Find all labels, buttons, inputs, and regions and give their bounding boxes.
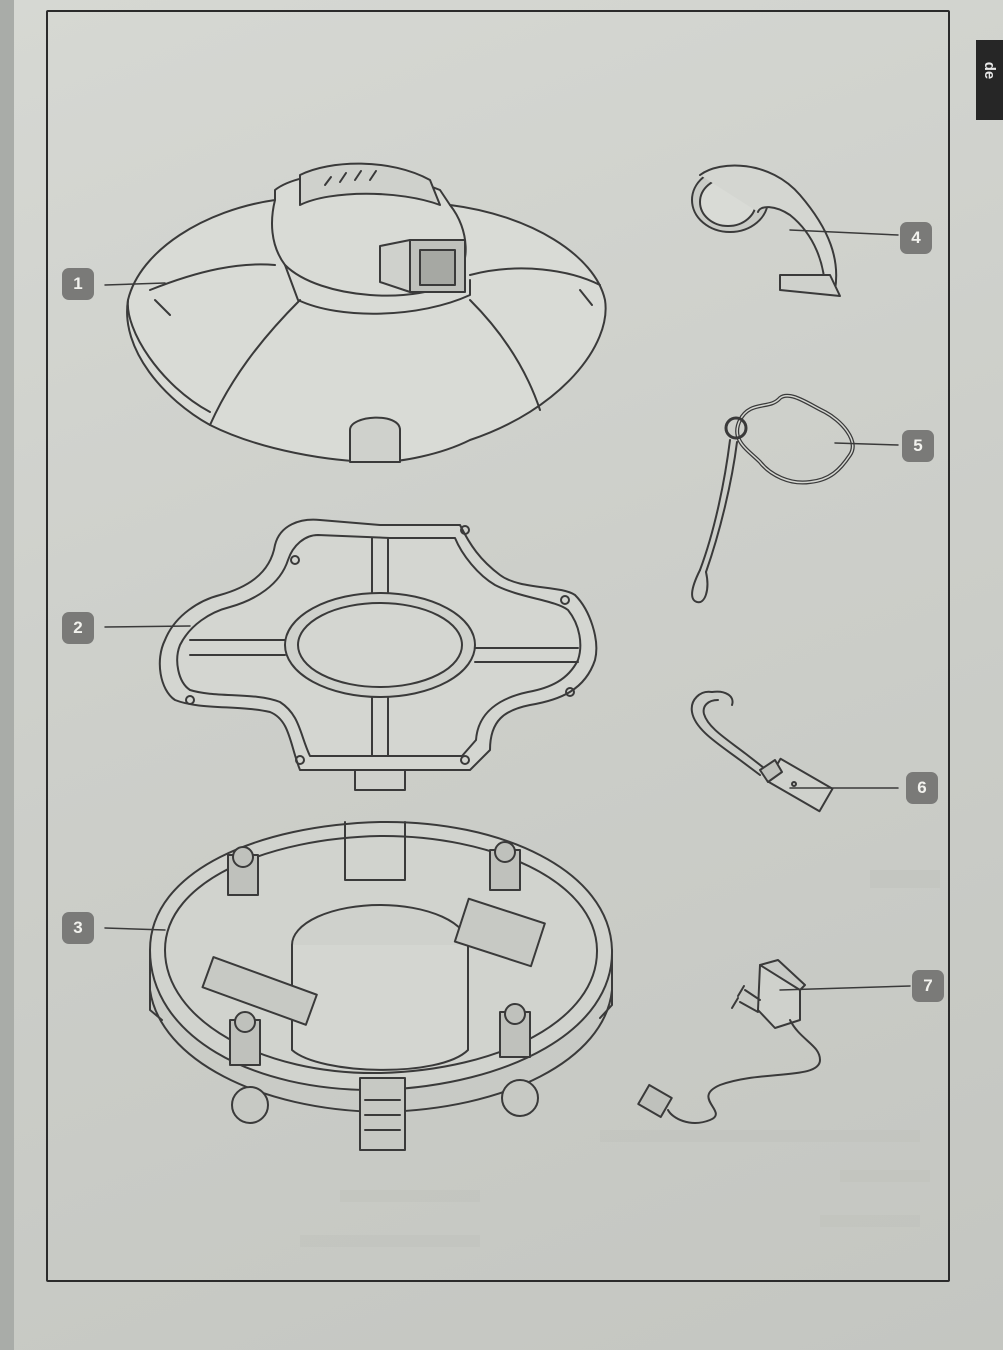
part-cover-drawing [126, 162, 607, 463]
part-base-drawing [149, 820, 614, 1151]
language-tab: de [976, 40, 1003, 120]
binding-edge [0, 0, 14, 1350]
part-cord-ring-drawing [691, 393, 855, 604]
callout-badge-6: 6 [906, 772, 938, 804]
callout-badge-3: 3 [62, 912, 94, 944]
callout-badge-4: 4 [900, 222, 932, 254]
callout-badge-1: 1 [62, 268, 94, 300]
callout-badge-5: 5 [902, 430, 934, 462]
callout-badge-2: 2 [62, 612, 94, 644]
page-frame [46, 10, 950, 1282]
callout-leader-lines [104, 229, 911, 991]
callout-badge-7: 7 [912, 970, 944, 1002]
part-hook-drawing [690, 690, 834, 813]
part-frame-drawing [158, 518, 598, 791]
part-clip-drawing [691, 164, 841, 297]
part-charger-drawing [637, 959, 821, 1124]
